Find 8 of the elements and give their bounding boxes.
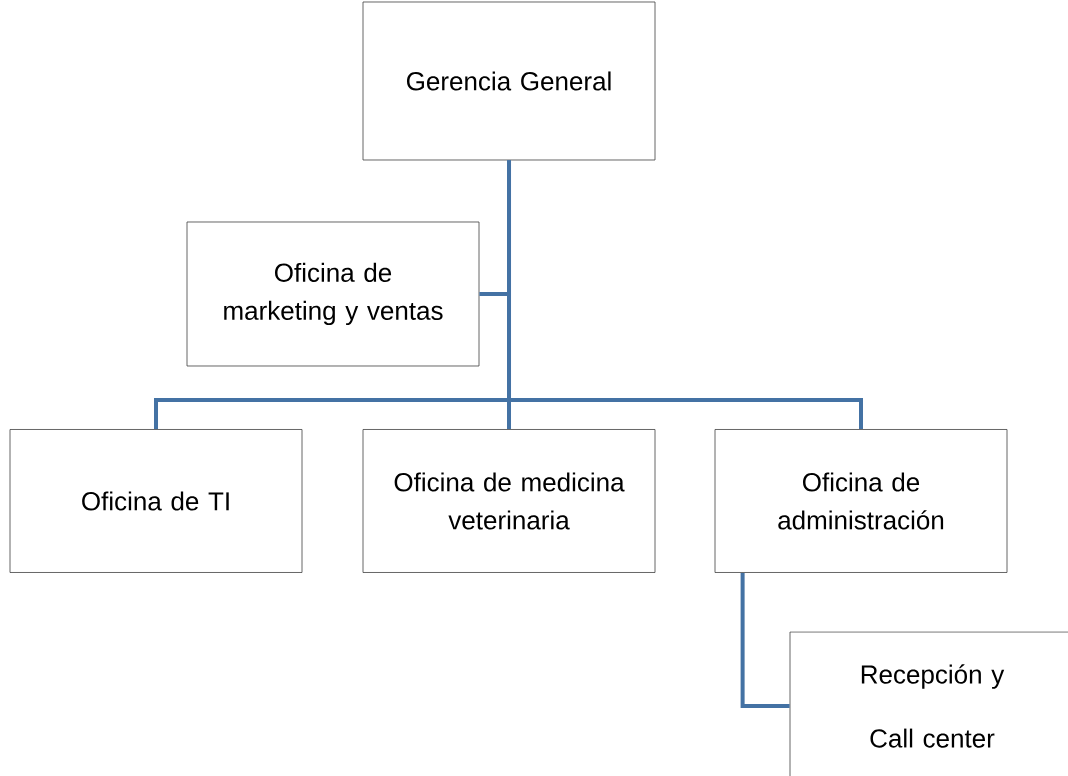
connector-line: [507, 160, 863, 430]
org-box: Oficina de medicina veterinaria: [362, 429, 656, 573]
org-box: Oficina de administración: [714, 429, 1008, 573]
connector-line: [740, 572, 790, 708]
org-box: Oficina de marketing y ventas: [186, 221, 480, 367]
org-box: Recepción y Call center: [789, 631, 1068, 776]
org-box: Gerencia General: [362, 1, 656, 161]
org-box: Oficina de TI: [9, 429, 303, 573]
